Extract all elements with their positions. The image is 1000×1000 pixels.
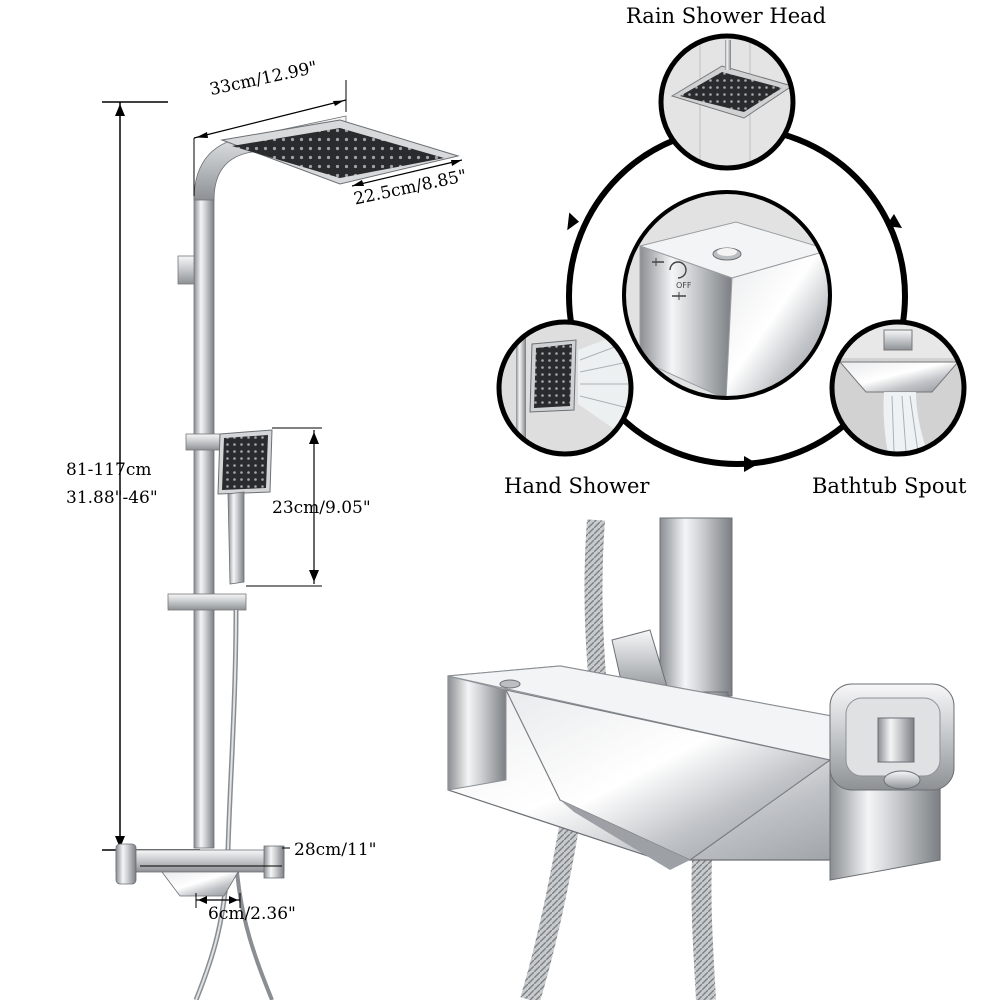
spout-width-label: 6cm/2.36": [208, 904, 296, 924]
thermostatic-mixer: [115, 843, 285, 897]
height-range-cm: 81-117cm: [66, 460, 152, 480]
rain-head-nozzles: [232, 128, 444, 178]
closeup-button: [883, 770, 921, 790]
riser-pipe: [193, 189, 215, 849]
closeup-riser: [659, 517, 733, 697]
hand-shower-label: Hand Shower: [504, 474, 650, 498]
shower-mode-icon: [652, 258, 664, 266]
hand-shower-thumb: [496, 319, 634, 457]
slide-holder: [167, 593, 247, 611]
tub-mode-icon: [672, 292, 686, 300]
wall-bracket: [177, 255, 195, 285]
mixer-closeup: [447, 517, 955, 1000]
height-range-label: 81-117cm 31.88"-46": [66, 456, 158, 512]
rotate-icon: [669, 261, 687, 279]
arrow-left: [567, 212, 580, 231]
height-range-in: 31.88"-46": [66, 488, 158, 508]
mixer-width-label: 28cm/11": [294, 840, 377, 860]
bathtub-spout-thumb: [829, 319, 967, 457]
rain-shower-head-label: Rain Shower Head: [626, 4, 827, 28]
valve-thumb: OFF: [622, 190, 832, 400]
off-label: OFF: [676, 281, 692, 290]
rain-head-thumb: [658, 33, 796, 171]
hand-shower-length-label: 23cm/9.05": [272, 498, 371, 518]
hand-shower: [217, 429, 273, 585]
bathtub-spout-label: Bathtub Spout: [812, 474, 967, 498]
shower-set-drawing: [102, 80, 463, 1000]
function-diagram: OFF: [496, 33, 967, 472]
arrow-right: [886, 214, 902, 228]
arrow-bottom: [744, 456, 758, 472]
